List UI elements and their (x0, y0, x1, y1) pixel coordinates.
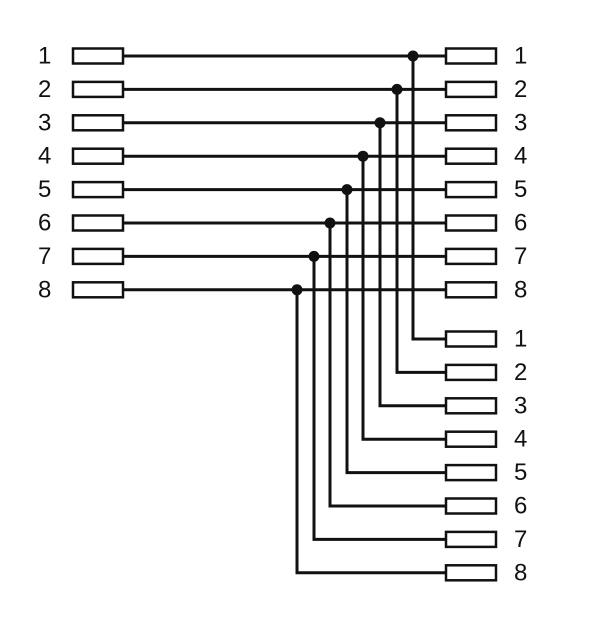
wire-branch-5 (345, 189, 446, 475)
right-top-pin-box-6 (444, 214, 498, 232)
wire-branch-6 (328, 223, 446, 508)
right-top-pin-label-7: 7 (514, 243, 527, 270)
junction-dot-8 (291, 284, 303, 296)
right-top-pin-box-3 (444, 114, 498, 132)
left-pin-box-6 (71, 214, 125, 232)
left-pin-label-1: 1 (38, 43, 51, 70)
junction-dot-7 (308, 250, 320, 262)
left-pin-box-8 (71, 281, 125, 299)
junction-dot-2 (391, 83, 403, 95)
left-pin-box-5 (71, 180, 125, 199)
left-pin-box-2 (71, 80, 125, 99)
right-top-pin-box-1 (444, 47, 498, 65)
right-top-pin-box-4 (444, 147, 498, 165)
right-bottom-pin-box-5 (444, 463, 498, 482)
junction-dot-1 (407, 50, 419, 62)
right-top-pin-label-4: 4 (514, 143, 527, 170)
left-pin-label-2: 2 (38, 76, 51, 103)
left-pin-label-7: 7 (38, 243, 51, 270)
right-top-pin-label-3: 3 (514, 109, 527, 136)
left-pin-label-4: 4 (38, 143, 51, 170)
right-bottom-pin-label-1: 1 (514, 326, 527, 353)
junction-dot-4 (357, 150, 369, 162)
right-bottom-pin-label-4: 4 (514, 426, 527, 453)
wire-branch-1 (411, 56, 446, 341)
right-top-pin-label-6: 6 (514, 210, 527, 237)
left-pin-label-5: 5 (38, 176, 51, 203)
wire-branch-8 (295, 289, 446, 575)
right-top-pin-label-5: 5 (514, 176, 527, 203)
junction-dot-3 (374, 117, 386, 129)
right-bottom-pin-label-6: 6 (514, 493, 527, 520)
pin-labels-layer: 1 2 3 4 5 6 7 8 1 2 3 4 5 6 7 8 1 2 3 4 5 6 7 8 (38, 43, 527, 587)
pin-boxes-layer (71, 47, 498, 582)
right-top-pin-box-5 (444, 180, 498, 199)
left-pin-box-4 (71, 147, 125, 165)
wires-layer (123, 54, 446, 575)
wire-branch-4 (361, 156, 446, 441)
wire-branch-2 (395, 89, 446, 374)
left-pin-box-3 (71, 114, 125, 132)
right-bottom-pin-box-7 (444, 530, 498, 549)
right-bottom-pin-label-7: 7 (514, 526, 527, 553)
right-bottom-pin-box-3 (444, 397, 498, 415)
junction-dot-6 (324, 217, 336, 229)
right-top-pin-box-8 (444, 281, 498, 299)
left-pin-box-7 (71, 247, 125, 266)
right-top-pin-box-7 (444, 247, 498, 266)
right-bottom-pin-box-1 (444, 330, 498, 348)
right-bottom-pin-label-2: 2 (514, 359, 527, 386)
left-pin-box-1 (71, 47, 125, 65)
left-pin-label-8: 8 (38, 276, 51, 303)
wire-branch-3 (378, 122, 446, 408)
right-top-pin-box-2 (444, 80, 498, 99)
right-bottom-pin-box-4 (444, 430, 498, 448)
junctions-layer (291, 50, 419, 296)
right-bottom-pin-label-5: 5 (514, 459, 527, 486)
right-bottom-pin-label-3: 3 (514, 392, 527, 419)
right-bottom-pin-box-2 (444, 363, 498, 382)
left-pin-label-3: 3 (38, 109, 51, 136)
right-bottom-pin-box-8 (444, 564, 498, 582)
right-top-pin-label-8: 8 (514, 276, 527, 303)
right-top-pin-label-1: 1 (514, 43, 527, 70)
right-bottom-pin-label-8: 8 (514, 559, 527, 586)
junction-dot-5 (341, 184, 353, 196)
right-top-pin-label-2: 2 (514, 76, 527, 103)
wire-branch-7 (312, 256, 446, 541)
right-bottom-pin-box-6 (444, 497, 498, 515)
left-pin-label-6: 6 (38, 210, 51, 237)
